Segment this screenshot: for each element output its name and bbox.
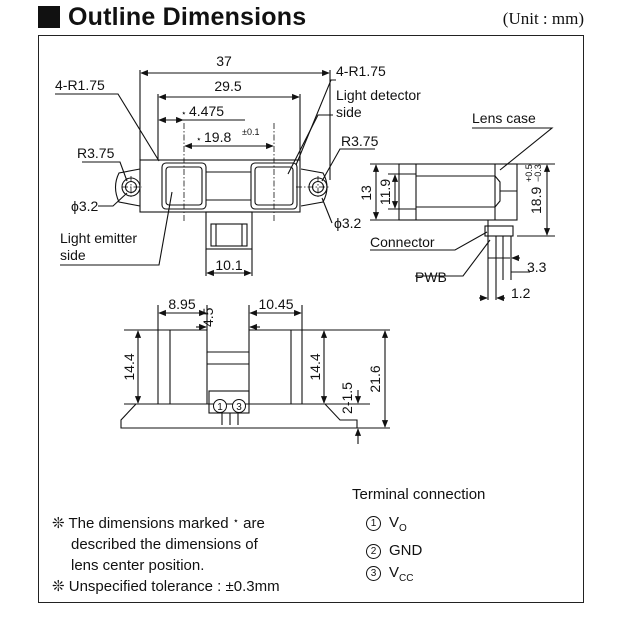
pin-3-label: 3 (236, 402, 242, 413)
note-line-1: ❊ The dimensions marked ⋆ are (52, 511, 280, 534)
dim-10-1: 10.1 (215, 257, 242, 273)
dim-14-4-right: 14.4 (307, 353, 323, 380)
r175-left-label: 4-R1.75 (55, 77, 105, 93)
front-view-labels: 8.95 4.5 10.45 14.4 14.4 21.6 2-1.5 1 3 (121, 296, 383, 414)
top-view-labels: 37 29.5 ⋆ 4.475 ⋆ 19.8 ±0.1 4-R1.75 4-R1… (55, 53, 421, 273)
dim-19-8-tolerance: ±0.1 (242, 127, 259, 137)
light-detector-label-side: side (336, 104, 362, 120)
pin-1-marker (213, 399, 227, 413)
drawing-frame (38, 35, 584, 603)
terminal-1-num: 1 (366, 516, 381, 531)
light-detector-label: Light detector (336, 87, 421, 103)
terminal-1-sub: O (399, 523, 407, 534)
light-emitter-label: Light emitter (60, 230, 137, 246)
note-line-4: ❊ Unspecified tolerance : ±0.3mm (52, 576, 280, 597)
dim-3-3: 3.3 (527, 259, 547, 275)
page-title: Outline Dimensions (68, 2, 307, 31)
dim-1-2: 1.2 (511, 285, 531, 301)
header: Outline Dimensions (38, 2, 306, 32)
terminal-3-name: V (389, 564, 400, 581)
phi-left-label: ϕ3.2 (71, 198, 99, 214)
light-emitter-label-side: side (60, 247, 86, 263)
note-mark: ❊ (52, 515, 65, 532)
notes-block: ❊ The dimensions marked ⋆ are described … (52, 511, 280, 597)
star-4-475: ⋆ (181, 108, 187, 118)
dim-21-6: 21.6 (367, 365, 383, 392)
terminal-3-sub: CC (399, 573, 414, 584)
terminal-2-name: GND (389, 542, 423, 559)
pin-3-marker (232, 399, 246, 413)
dim-8-95: 8.95 (168, 296, 195, 312)
note-line-1-end: are (243, 515, 265, 532)
r375-left-label: R3.75 (77, 145, 115, 161)
note-line-3: lens center position. (71, 557, 205, 574)
pwb-label: PWB (415, 269, 447, 285)
terminal-1-name: V (389, 514, 400, 531)
dim-18-9-tol-minus: −0.3 (533, 164, 543, 182)
terminal-3-num: 3 (366, 566, 381, 581)
dim-10-45: 10.45 (258, 296, 293, 312)
r375-right-label: R3.75 (341, 133, 379, 149)
note-line-2: described the dimensions of (71, 536, 258, 553)
note-mark-2: ❊ (52, 578, 65, 595)
side-view (370, 127, 555, 302)
dim-11-9: 11.9 (377, 179, 393, 205)
dim-4-5: 4.5 (200, 307, 216, 327)
pin-1-label: 1 (217, 402, 223, 413)
r175-right-label: 4-R1.75 (336, 63, 386, 79)
dim-19-8: 19.8 (204, 129, 231, 145)
dim-37: 37 (216, 53, 232, 69)
dim-18-9: 18.9 (528, 187, 544, 214)
front-view (120, 305, 390, 444)
terminal-2-num: 2 (366, 544, 381, 559)
dim-13: 13 (358, 185, 374, 201)
dim-18-9-tol-plus: +0.5 (524, 164, 534, 182)
note-tolerance-text: Unspecified tolerance : ±0.3mm (68, 578, 280, 595)
connector-label: Connector (370, 234, 435, 250)
side-view-labels: Lens case Connector PWB 13 11.9 18.9 +0.… (358, 110, 547, 301)
unit-label: (Unit : mm) (502, 9, 584, 28)
terminal-title: Terminal connection (352, 486, 486, 503)
header-square-icon (38, 6, 60, 28)
note-star-icon: ⋆ (232, 516, 239, 527)
phi-right-label: ϕ3.2 (334, 215, 362, 231)
dim-4-475: 4.475 (189, 103, 224, 119)
lens-case-label: Lens case (472, 110, 536, 126)
star-19-8: ⋆ (196, 134, 202, 144)
top-view (55, 69, 375, 277)
terminal-item-2: 2 GND (352, 540, 485, 562)
dim-14-4-left: 14.4 (121, 353, 137, 380)
dim-29-5: 29.5 (214, 78, 241, 94)
dim-2-1-5: 2-1.5 (339, 382, 355, 414)
note-line-1-text: The dimensions marked (68, 515, 229, 532)
